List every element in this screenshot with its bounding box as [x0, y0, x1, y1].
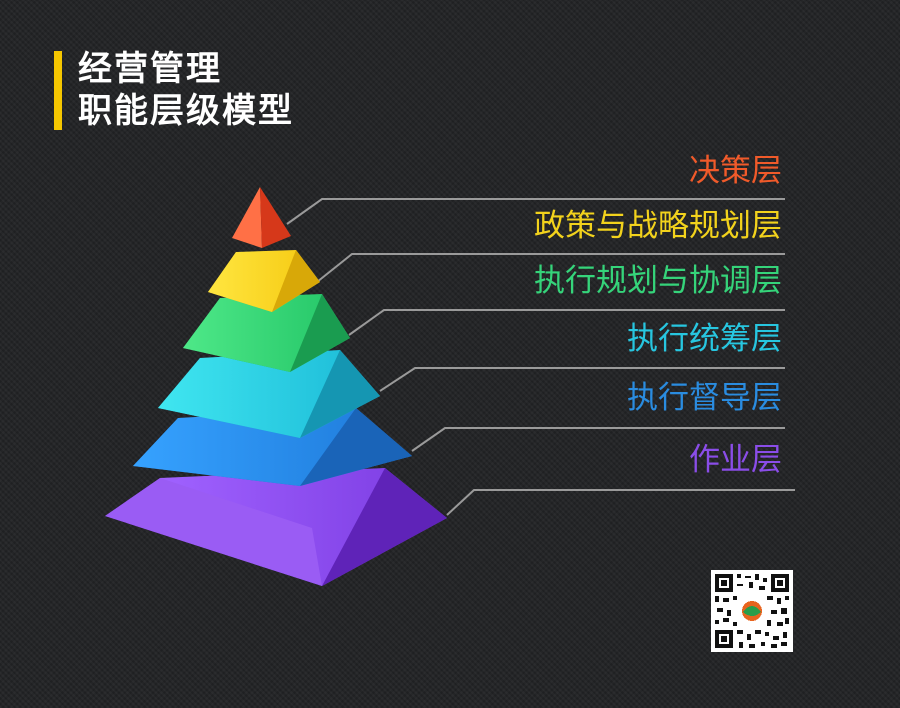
- title-line-1: 经营管理: [78, 49, 222, 89]
- pyramid-layer-6: [105, 468, 447, 586]
- connector-line-5: [411, 427, 785, 452]
- page-title: 经营管理 职能层级模型: [78, 48, 294, 132]
- connector-line-4: [379, 367, 785, 392]
- pyramid-layer-1: [232, 187, 291, 248]
- pyramid-layer-2: [208, 250, 320, 312]
- pyramid-layer-5: [133, 408, 412, 486]
- title-line-2: 职能层级模型: [78, 91, 294, 131]
- pyramid-layer-4: [158, 350, 380, 438]
- layer-label-4: 执行统筹层: [627, 321, 782, 357]
- layer-label-2: 政策与战略规划层: [534, 208, 782, 244]
- pyramid-layer-3: [183, 294, 350, 372]
- connector-line-6: [446, 489, 795, 516]
- layer-label-3: 执行规划与协调层: [534, 263, 782, 299]
- connector-line-3: [348, 309, 785, 336]
- connector-line-1: [286, 198, 785, 225]
- layer-label-1: 决策层: [689, 153, 782, 189]
- layer-label-6: 作业层: [689, 442, 782, 478]
- title-accent-bar: [54, 51, 62, 130]
- connector-line-2: [316, 253, 785, 283]
- layer-label-5: 执行督导层: [627, 380, 782, 416]
- qr-code-icon[interactable]: [711, 570, 793, 652]
